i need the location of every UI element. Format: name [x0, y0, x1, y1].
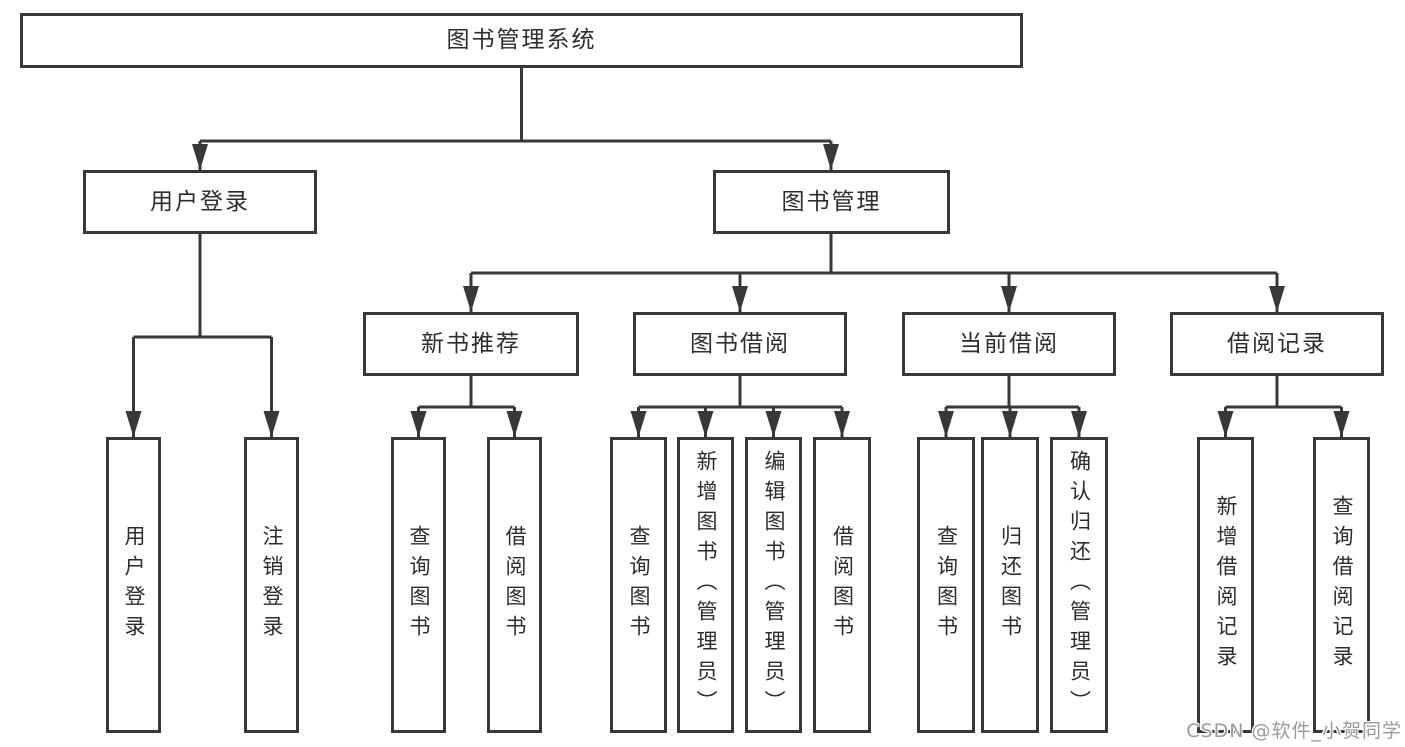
node-label: 编辑图书（管理员）	[762, 450, 786, 720]
leaf-query-borrow-record: 查询借阅记录	[1313, 437, 1370, 733]
node-label: 借阅记录	[1227, 330, 1327, 357]
node-label: 图书借阅	[690, 330, 790, 357]
node-book-management: 图书管理	[713, 170, 950, 234]
node-label: 用户登录	[122, 525, 146, 645]
leaf-edit-books-admin: 编辑图书（管理员）	[745, 437, 802, 733]
node-label: 新增借阅记录	[1214, 495, 1238, 675]
leaf-logout-login: 注销登录	[244, 437, 299, 733]
watermark: CSDN @软件_小贺同学	[1186, 720, 1402, 742]
node-label: 借阅图书	[830, 525, 855, 645]
node-label: 当前借阅	[959, 330, 1059, 357]
leaf-return-books: 归还图书	[981, 437, 1039, 733]
node-label: 查询借阅记录	[1330, 495, 1354, 675]
leaf-borrow-books-borrow: 借阅图书	[813, 437, 871, 733]
node-borrowing-records: 借阅记录	[1170, 312, 1384, 376]
leaf-add-borrow-record: 新增借阅记录	[1197, 437, 1254, 733]
leaf-query-books-borrow: 查询图书	[610, 437, 667, 733]
node-label: 确认归还（管理员）	[1067, 450, 1092, 720]
node-book-borrowing: 图书借阅	[633, 312, 847, 376]
node-library-system: 图书管理系统	[20, 13, 1023, 68]
node-label: 查询图书	[627, 525, 651, 645]
node-user-login: 用户登录	[83, 170, 317, 234]
node-label: 借阅图书	[503, 525, 527, 645]
node-label: 注销登录	[260, 525, 284, 645]
leaf-user-login: 用户登录	[106, 437, 161, 733]
node-label: 图书管理系统	[446, 27, 597, 53]
leaf-query-books-recommend: 查询图书	[391, 437, 446, 733]
node-label: 查询图书	[934, 525, 959, 645]
leaf-query-books-current: 查询图书	[917, 437, 975, 733]
node-label: 用户登录	[150, 188, 250, 215]
node-label: 新增图书（管理员）	[694, 450, 718, 720]
node-label: 归还图书	[998, 525, 1023, 645]
node-new-book-recommendation: 新书推荐	[363, 312, 579, 376]
node-label: 新书推荐	[421, 330, 521, 357]
node-current-borrowing: 当前借阅	[902, 312, 1116, 376]
node-label: 图书管理	[781, 188, 882, 215]
leaf-borrow-books-recommend: 借阅图书	[487, 437, 542, 733]
node-label: 查询图书	[407, 525, 431, 645]
leaf-confirm-return-admin: 确认归还（管理员）	[1050, 437, 1108, 733]
leaf-add-books-admin: 新增图书（管理员）	[677, 437, 734, 733]
